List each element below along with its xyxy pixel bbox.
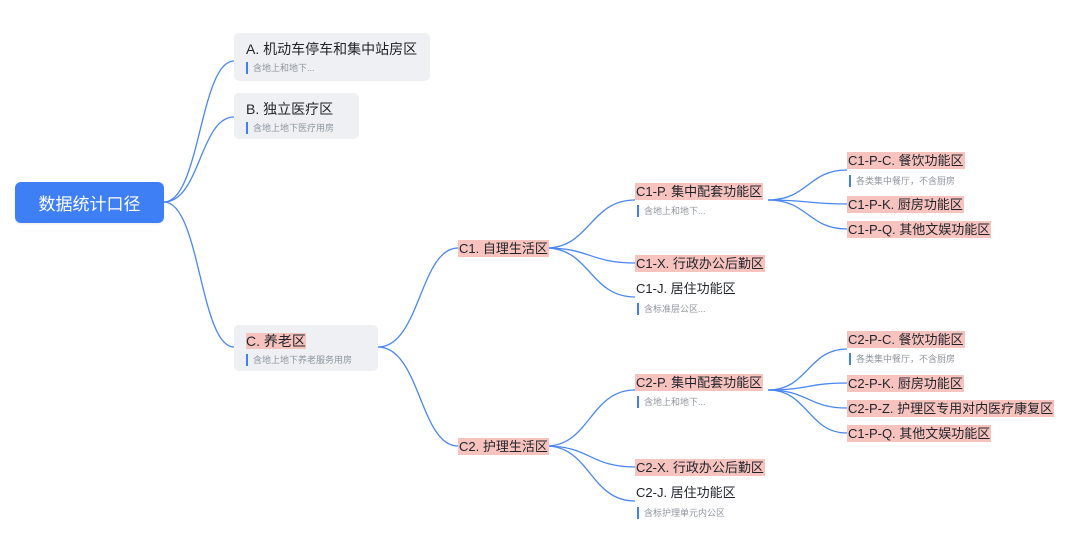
edge-c2-p — [545, 389, 636, 447]
node-b-label: B. 独立医疗区 — [246, 101, 334, 117]
node-c[interactable]: C. 养老区 含地上地下养老服务用房 — [234, 325, 378, 371]
edge-c1p-pq — [767, 199, 848, 230]
root-node[interactable]: 数据统计口径 — [15, 182, 164, 223]
node-c2[interactable]: C2. 护理生活区 — [458, 438, 549, 455]
node-c2-pc[interactable]: C2-P-C. 餐饮功能区 — [847, 331, 965, 348]
node-c2-p[interactable]: C2-P. 集中配套功能区 — [635, 374, 764, 391]
node-c1-p[interactable]: C1-P. 集中配套功能区 — [635, 183, 764, 200]
node-b-note: 含地上地下医疗用房 — [246, 122, 334, 134]
node-c1[interactable]: C1. 自理生活区 — [458, 240, 549, 257]
node-c1-pq[interactable]: C1-P-Q. 其他文娱功能区 — [847, 221, 992, 238]
edge-c1-j — [545, 247, 636, 298]
node-c1-pk[interactable]: C1-P-K. 厨房功能区 — [847, 196, 964, 213]
node-c1-pc[interactable]: C1-P-C. 餐饮功能区 — [847, 152, 965, 169]
node-c2-x[interactable]: C2-X. 行政办公后勤区 — [635, 459, 765, 476]
edge-c-c2 — [377, 346, 459, 447]
node-c1-j[interactable]: C1-J. 居住功能区 — [636, 281, 736, 296]
node-c1-p-note: 含地上和地下... — [637, 205, 706, 217]
node-a-label: A. 机动车停车和集中站房区 — [246, 41, 418, 57]
edge-c1-x — [545, 247, 636, 264]
node-c2-pz[interactable]: C2-P-Z. 护理区专用对内医疗康复区 — [847, 400, 1055, 417]
node-c2-j[interactable]: C2-J. 居住功能区 — [636, 485, 736, 500]
node-c-label: C. 养老区 — [246, 333, 306, 349]
edge-c2p-pk — [767, 382, 848, 391]
edge-c2p-pz — [767, 389, 848, 409]
node-a[interactable]: A. 机动车停车和集中站房区 含地上和地下... — [234, 33, 430, 81]
node-a-note: 含地上和地下... — [246, 62, 315, 74]
node-c1-j-note: 含标准层公区... — [637, 303, 706, 315]
node-c2-j-note: 含标护理单元内公区 — [637, 507, 725, 519]
edge-c1-p — [545, 199, 636, 249]
edge-c2-x — [545, 445, 636, 468]
node-c2-pk[interactable]: C2-P-K. 厨房功能区 — [847, 375, 964, 392]
node-c-note: 含地上地下养老服务用房 — [246, 354, 352, 366]
edge-c-c1 — [377, 247, 459, 348]
node-c2-p-note: 含地上和地下... — [637, 396, 706, 408]
edge-root-b — [163, 116, 235, 203]
node-c1-pc-note: 各类集中餐厅，不含厨房 — [849, 175, 955, 187]
edge-c2p-pc — [767, 348, 848, 391]
node-c1-x[interactable]: C1-X. 行政办公后勤区 — [635, 255, 765, 272]
edge-c1p-pc — [767, 169, 848, 201]
edge-c2p-pq — [767, 389, 848, 434]
edge-root-c — [163, 201, 235, 348]
node-c2-pc-note: 各类集中餐厅，不含厨房 — [849, 353, 955, 365]
root-label: 数据统计口径 — [38, 195, 141, 214]
edge-c1p-pk — [767, 199, 848, 205]
node-c2-pq[interactable]: C1-P-Q. 其他文娱功能区 — [847, 425, 992, 442]
edge-root-a — [163, 60, 235, 203]
edge-c2-j — [545, 445, 636, 502]
node-b[interactable]: B. 独立医疗区 含地上地下医疗用房 — [234, 93, 359, 139]
